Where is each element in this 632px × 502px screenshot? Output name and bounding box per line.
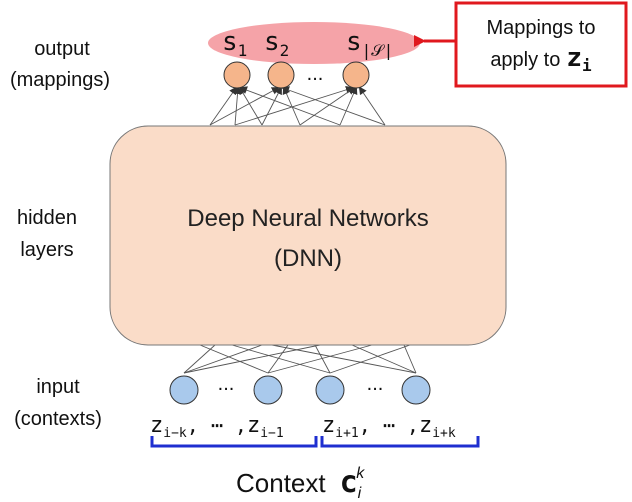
label-hidden: hidden <box>17 207 77 229</box>
dnn-box <box>109 125 507 346</box>
input-node-4 <box>401 375 431 405</box>
symbol-s2: s2 <box>264 27 289 60</box>
symbol-s1: s1 <box>222 27 247 60</box>
label-layers: layers <box>20 239 73 261</box>
brace-left <box>150 436 318 448</box>
label-output: output <box>34 38 90 60</box>
brace-right <box>320 436 480 448</box>
input-ellipsis-right: ... <box>367 373 384 395</box>
input-node-2 <box>253 375 283 405</box>
label-mappings: (mappings) <box>10 69 110 91</box>
output-node-1 <box>223 61 251 89</box>
input-node-3 <box>315 375 345 405</box>
input-symbols-right: zi+1, ⋯ ,zi+k <box>322 413 456 441</box>
output-ellipsis: ... <box>307 63 324 85</box>
input-symbols-left: zi−k, ⋯ ,zi−1 <box>150 413 284 441</box>
callout-line-1: Mappings to <box>487 17 596 39</box>
callout-box <box>454 1 628 88</box>
symbol-s-set: s|𝒮| <box>346 27 393 60</box>
dnn-title: Deep Neural Networks <box>187 205 428 232</box>
label-contexts: (contexts) <box>14 408 102 430</box>
input-node-1 <box>169 375 199 405</box>
input-ellipsis-left: ... <box>218 373 235 395</box>
dnn-subtitle: (DNN) <box>274 245 342 272</box>
output-highlight <box>208 22 420 64</box>
label-input: input <box>36 376 80 398</box>
output-node-last <box>342 61 370 89</box>
input-connections <box>183 344 417 374</box>
output-node-2 <box>267 61 295 89</box>
output-connections <box>209 85 386 126</box>
